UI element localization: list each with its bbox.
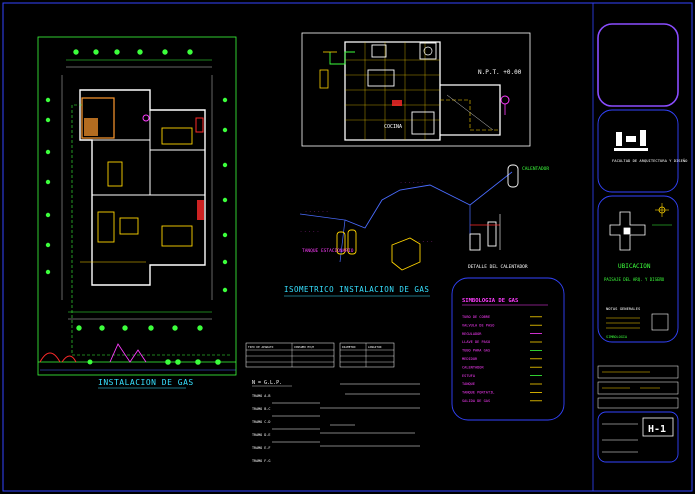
iso-heater bbox=[507, 164, 519, 188]
living-sofa bbox=[97, 211, 115, 243]
calc-line: TRAMO B-C bbox=[252, 407, 270, 411]
notes-figure bbox=[651, 313, 669, 331]
calculation-tables: TIPO DE APARATO CONSUMO M3/H DIAMETRO LO… bbox=[245, 342, 420, 463]
notes-lines bbox=[606, 317, 640, 329]
plan-gas-line bbox=[71, 104, 230, 356]
axis-markers-bottom bbox=[68, 311, 212, 331]
isometric-diagram: CALENTADOR TANQUE ESTACIONARIO DETALLE D… bbox=[284, 164, 549, 297]
gas-section-strip bbox=[38, 343, 236, 371]
faculty-box bbox=[597, 109, 679, 193]
sheet-info-rows bbox=[597, 365, 679, 409]
table-header-consumption: CONSUMO M3/H bbox=[294, 345, 315, 349]
gas-legend: SIMBOLOGIA DE GAS TUBO DE COBRE VALVULA D… bbox=[451, 277, 565, 421]
table-header-appliance: TIPO DE APARATO bbox=[248, 345, 274, 349]
kitchen-counter bbox=[84, 118, 98, 136]
calc-heading: N = G.L.P. bbox=[252, 380, 282, 386]
legend-item-label: TANQUE PORTATIL bbox=[462, 391, 494, 395]
heater-label: CALENTADOR bbox=[522, 166, 549, 172]
kitchen-detail: N.P.T. +0.00 COCINA bbox=[301, 32, 531, 147]
kitchen-gas-line bbox=[329, 51, 355, 65]
kitchen-stove bbox=[371, 44, 387, 58]
plan-title: INSTALACION DE GAS bbox=[98, 378, 194, 387]
iso-gas-line bbox=[344, 171, 513, 229]
sheet-code: H-1 bbox=[648, 424, 666, 435]
iso-note-2: - - - - - - bbox=[400, 180, 423, 184]
calc-line: TRAMO A-B bbox=[252, 394, 270, 398]
iso-note-1: - - - - - - bbox=[305, 209, 328, 213]
legend-item-label: REGULADOR bbox=[462, 332, 482, 336]
consumption-table bbox=[245, 342, 335, 368]
kitchen-detail-frame bbox=[301, 32, 531, 147]
axis-markers-right bbox=[222, 97, 228, 293]
legend-item-label: TUBO PARA GAS bbox=[462, 349, 490, 353]
kitchen-gas-line-2 bbox=[440, 99, 500, 131]
legend-item-label: MEDIDOR bbox=[462, 357, 478, 361]
location-map bbox=[609, 211, 646, 251]
portable-tank-2 bbox=[347, 229, 357, 255]
calc-line: TRAMO E-F bbox=[252, 446, 270, 450]
kitchen-fridge bbox=[419, 42, 437, 60]
tank-label: TANQUE ESTACIONARIO bbox=[302, 248, 354, 254]
title-block: FACULTAD DE ARQUITECTURA Y DISEÑO UBICAC… bbox=[597, 23, 688, 463]
living-table bbox=[119, 217, 139, 235]
kitchen-level-label: N.P.T. +0.00 bbox=[478, 69, 522, 76]
legend-title: SIMBOLOGIA DE GAS bbox=[462, 298, 518, 304]
table-header-diameter: DIAMETRO bbox=[342, 345, 356, 349]
legend-item-label: TUBO DE COBRE bbox=[462, 315, 490, 319]
legend-item-label: ESTUFA bbox=[462, 374, 476, 378]
kitchen-meter bbox=[319, 69, 329, 89]
diameter-table bbox=[339, 342, 395, 368]
kitchen-sink bbox=[367, 69, 395, 87]
heater-detail-label: DETALLE DEL CALENTADOR bbox=[468, 264, 528, 270]
legend-item-label: LLAVE DE PASO bbox=[462, 340, 490, 344]
bedroom-2-bed bbox=[161, 225, 193, 247]
calc-line: TRAMO F-G bbox=[252, 459, 270, 463]
faculty-logo-icon bbox=[614, 130, 648, 151]
faculty-name: FACULTAD DE ARQUITECTURA Y DISEÑO bbox=[612, 158, 688, 163]
symbology-label: SIMBOLOGIA bbox=[606, 335, 628, 339]
table-header-length: LONGITUD bbox=[368, 345, 382, 349]
heater-detail-body bbox=[487, 221, 497, 247]
legend-item-label: SALIDA DE GAS bbox=[462, 399, 490, 403]
location-title: UBICACION bbox=[618, 263, 651, 270]
dining-table bbox=[107, 161, 123, 187]
gas-tank-marker bbox=[195, 117, 204, 133]
iso-stove bbox=[391, 237, 421, 271]
portable-tank bbox=[336, 231, 346, 255]
sheet-code-box bbox=[597, 411, 679, 463]
iso-note-3: - - - - - bbox=[300, 229, 319, 233]
general-notes-title: NOTAS GENERALES bbox=[606, 306, 641, 311]
kitchen-block bbox=[81, 97, 115, 139]
formula-lines bbox=[272, 383, 420, 447]
logo-box bbox=[597, 23, 679, 107]
plan-walls bbox=[79, 89, 206, 286]
location-box bbox=[597, 195, 679, 343]
axis-markers-top bbox=[66, 49, 212, 68]
kitchen-counter-2 bbox=[411, 111, 435, 135]
closet bbox=[197, 200, 204, 220]
legend-item-label: VALVULA DE PASO bbox=[462, 323, 494, 327]
bedroom-bed bbox=[161, 127, 193, 145]
plan-frame bbox=[37, 36, 237, 376]
legend-frame bbox=[451, 277, 565, 421]
calc-line: TRAMO C-D bbox=[252, 420, 270, 424]
calc-line: TRAMO D-E bbox=[252, 433, 270, 437]
kitchen-tile-grid bbox=[345, 42, 440, 140]
sheet-code-frame bbox=[642, 417, 674, 437]
isometric-title: ISOMETRICO INSTALACION DE GAS bbox=[284, 285, 429, 294]
legend-item-label: TANQUE bbox=[462, 382, 475, 386]
faculty-sub: PAISAJE DEL ARQ. Y DISEÑO bbox=[604, 277, 665, 282]
iso-note-4: - - - - bbox=[418, 239, 433, 243]
kitchen-room-label: COCINA bbox=[384, 124, 402, 130]
legend-item-label: CALENTADOR bbox=[462, 365, 484, 369]
axis-markers-left bbox=[45, 97, 51, 275]
north-arrow-icon bbox=[655, 203, 669, 217]
gas-outlet-marker bbox=[142, 114, 150, 122]
floor-plan: INSTALACION DE GAS bbox=[37, 36, 237, 389]
kitchen-outlet bbox=[500, 95, 510, 105]
